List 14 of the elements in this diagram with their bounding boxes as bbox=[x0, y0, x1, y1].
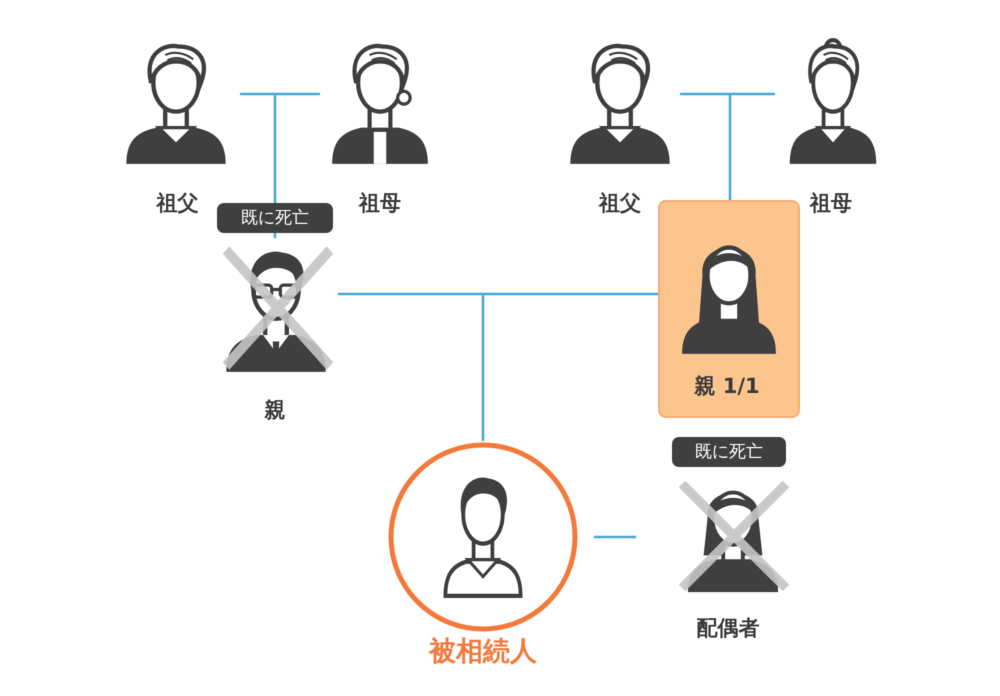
connector-line bbox=[594, 536, 636, 538]
person-label: 親 bbox=[264, 400, 286, 420]
connector-line bbox=[336, 292, 660, 442]
person-label: 祖母 bbox=[359, 192, 401, 214]
status-badge: 既に死亡 bbox=[217, 203, 333, 233]
person-label: 親 1/1 bbox=[694, 376, 760, 396]
person-label: 祖父 bbox=[156, 192, 198, 214]
status-badge: 既に死亡 bbox=[672, 437, 786, 467]
person-label: 祖母 bbox=[810, 192, 852, 214]
connector-line bbox=[678, 92, 776, 202]
highlight-card bbox=[658, 200, 800, 418]
person-label: 祖父 bbox=[599, 192, 641, 214]
person-label: 被相続人 bbox=[429, 638, 537, 664]
person-label: 配偶者 bbox=[696, 618, 760, 638]
